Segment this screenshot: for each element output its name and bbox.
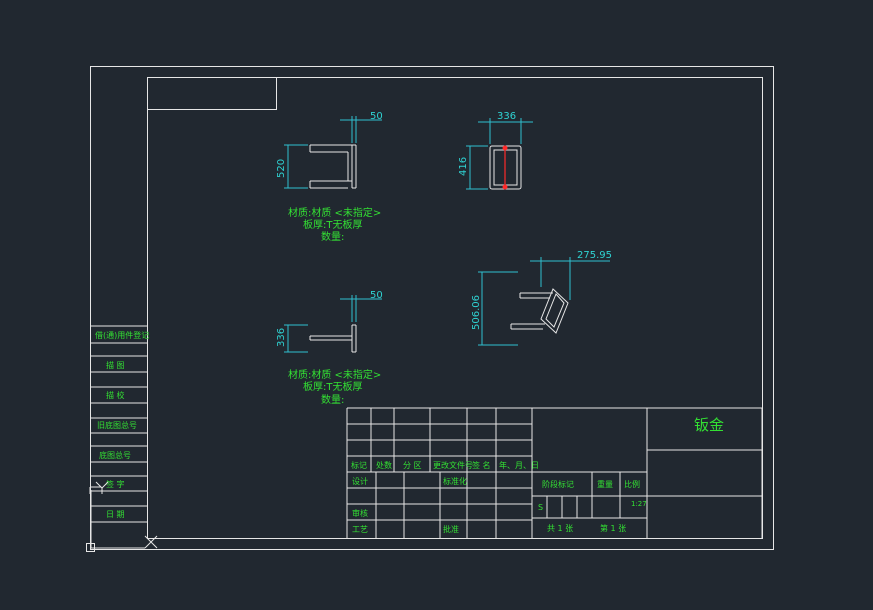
view-top-left[interactable]: 50 520 xyxy=(276,111,383,189)
scale-label: 比例 xyxy=(624,479,640,489)
side-label: 旧底图总号 xyxy=(97,420,137,430)
side-label: 日 期 xyxy=(106,510,125,519)
ucs-icon xyxy=(86,481,145,552)
view-bottom-left[interactable]: 50 336 xyxy=(276,290,383,353)
note-thickness: 板厚:T无板厚 xyxy=(303,380,362,393)
header-cell: 分 区 xyxy=(403,461,422,470)
note-quantity: 数量: xyxy=(321,230,344,243)
weight-label: 重量 xyxy=(597,479,613,489)
part-name: 钣金 xyxy=(694,416,724,434)
sheet-number: 第 1 张 xyxy=(600,523,626,533)
material-notes-lower: 材质:材质 <未指定> 板厚:T无板厚 数量: xyxy=(288,368,381,406)
dim-label: 336 xyxy=(276,328,287,347)
scale-value: 1:27 xyxy=(631,500,647,508)
crosshair-icon xyxy=(144,535,158,549)
note-thickness: 板厚:T无板厚 xyxy=(303,218,362,231)
side-column: 借(通)用件登记 描 图 描 校 旧底图总号 底图总号 签 字 日 期 xyxy=(90,325,149,523)
note-material: 材质:材质 <未指定> xyxy=(288,368,381,381)
dim-label: 50 xyxy=(370,111,383,122)
side-label: 签 字 xyxy=(106,479,125,489)
title-block: 标记 处数 分 区 更改文件号 签 名 年、月、日 设计 标准化 审核 工艺 批… xyxy=(346,407,763,538)
approve-label: 批准 xyxy=(443,524,459,534)
stage-mark-label: 阶段标记 xyxy=(542,479,574,489)
header-cell: 签 名 xyxy=(472,460,491,470)
view-bottom-right[interactable]: 275.95 506.06 xyxy=(471,250,612,346)
note-material: 材质:材质 <未指定> xyxy=(288,206,381,219)
dim-label: 520 xyxy=(276,159,287,178)
standardize-label: 标准化 xyxy=(443,476,467,486)
view-top-right[interactable]: 336 416 xyxy=(458,111,533,190)
design-label: 设计 xyxy=(352,476,368,486)
side-label: 描 校 xyxy=(106,390,125,400)
inner-border xyxy=(147,77,763,539)
material-notes-upper: 材质:材质 <未指定> 板厚:T无板厚 数量: xyxy=(288,206,381,243)
dim-label: 50 xyxy=(370,290,383,301)
dim-label: 416 xyxy=(458,157,469,176)
side-label: 底图总号 xyxy=(99,450,131,460)
header-cell: 处数 xyxy=(376,460,392,470)
dim-label: 506.06 xyxy=(471,295,482,330)
dim-label: 275.95 xyxy=(577,250,612,261)
dim-label: 336 xyxy=(497,111,516,122)
header-cell: 标记 xyxy=(351,460,367,470)
total-sheets: 共 1 张 xyxy=(547,524,573,533)
stage-value: S xyxy=(538,503,543,512)
side-label: 描 图 xyxy=(106,360,125,370)
outer-border xyxy=(90,66,774,550)
review-label: 审核 xyxy=(352,508,368,518)
header-cell: 年、月、日 xyxy=(499,460,539,470)
craft-label: 工艺 xyxy=(352,525,368,534)
header-cell: 更改文件号 xyxy=(433,460,473,470)
side-label: 借(通)用件登记 xyxy=(95,330,149,340)
note-quantity: 数量: xyxy=(321,393,344,406)
code-box xyxy=(147,77,277,110)
